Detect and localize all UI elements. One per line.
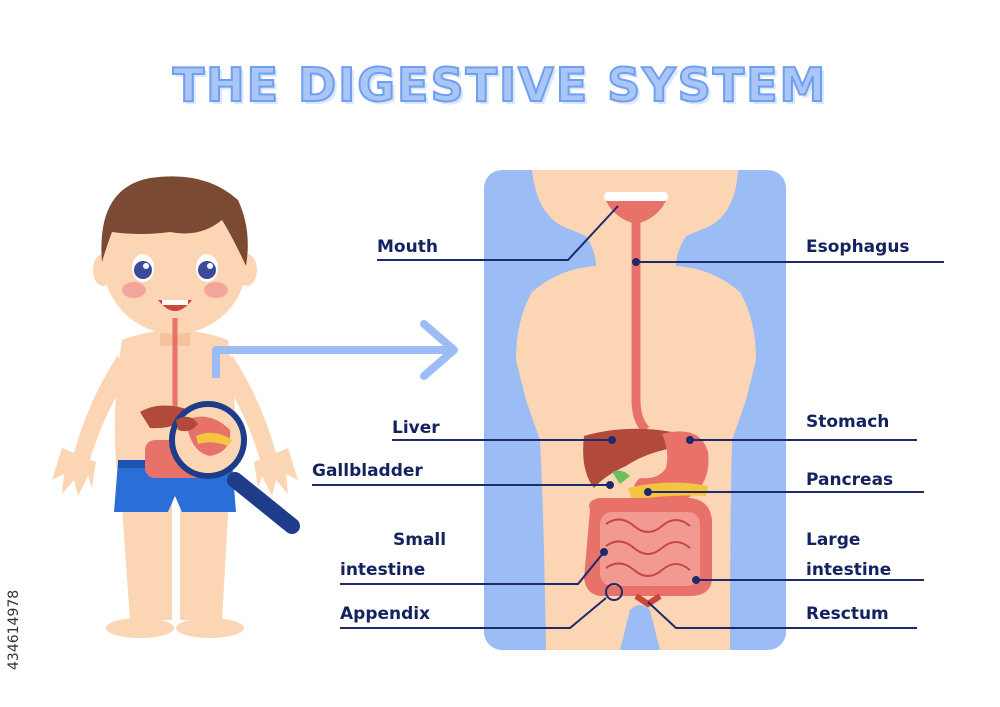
leader-lines bbox=[312, 205, 944, 629]
small-intestine-leader bbox=[340, 551, 605, 585]
anatomy-panel bbox=[484, 170, 786, 650]
stock-id-watermark: 434614978 bbox=[6, 589, 22, 670]
boy-figure bbox=[52, 176, 300, 638]
label-small-intestine-line1: Small bbox=[393, 530, 447, 550]
label-esophagus: Esophagus bbox=[806, 237, 910, 257]
label-appendix: Appendix bbox=[340, 604, 431, 624]
label-mouth: Mouth bbox=[377, 237, 438, 257]
label-pancreas: Pancreas bbox=[806, 470, 894, 490]
mouth-leader bbox=[377, 205, 619, 261]
page-title: THE DIGESTIVE SYSTEM bbox=[172, 57, 828, 113]
label-small-intestine-line2: intestine bbox=[340, 560, 426, 580]
label-liver: Liver bbox=[392, 418, 440, 438]
label-large-intestine-line2: intestine bbox=[806, 560, 892, 580]
label-large-intestine-line1: Large bbox=[806, 530, 861, 550]
appendix-leader bbox=[340, 597, 607, 629]
rectum-leader bbox=[647, 601, 917, 629]
label-stomach: Stomach bbox=[806, 412, 890, 432]
label-gallbladder: Gallbladder bbox=[312, 461, 423, 481]
pointer-arrow bbox=[212, 320, 458, 380]
label-rectum: Resctum bbox=[806, 604, 889, 624]
